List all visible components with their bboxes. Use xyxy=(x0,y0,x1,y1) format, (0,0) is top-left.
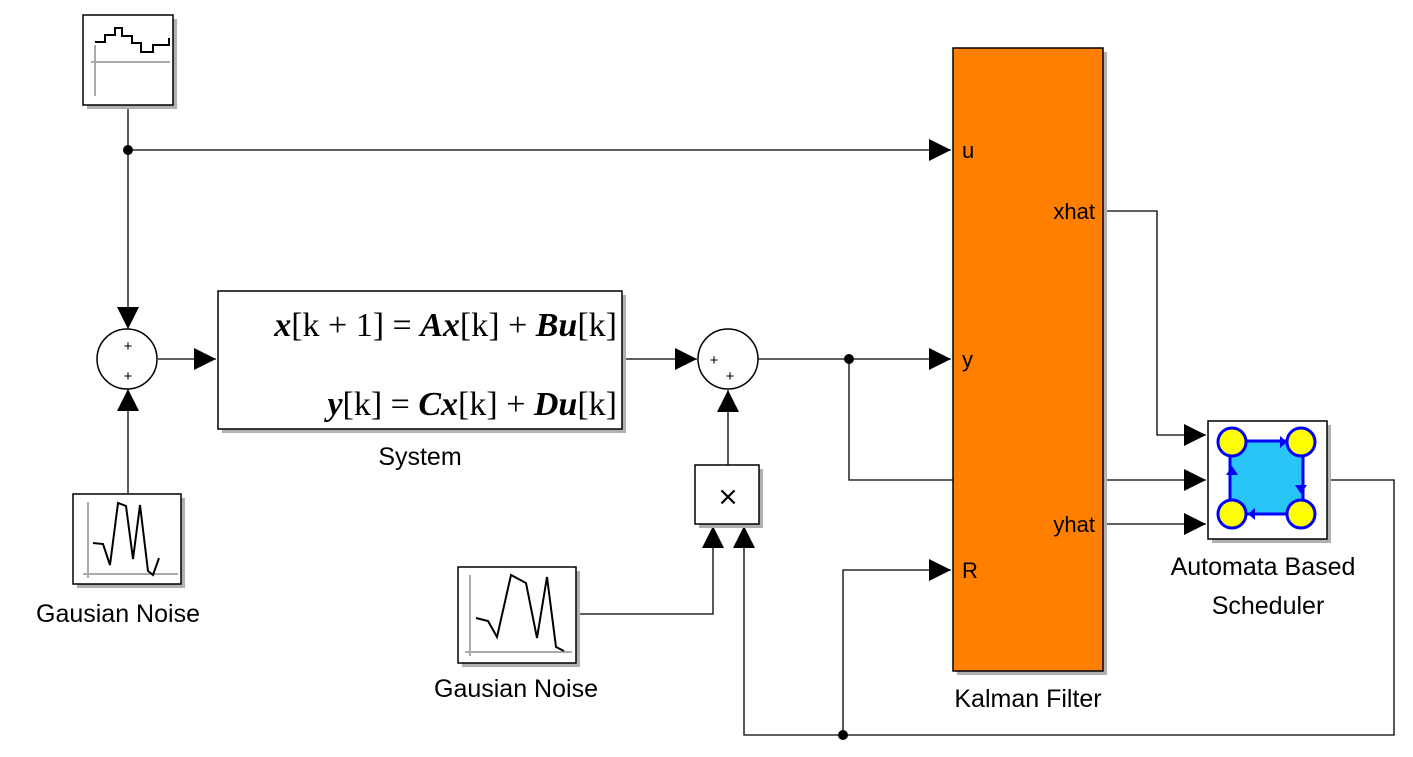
repeating-sequence-block[interactable] xyxy=(82,14,177,109)
kalman-port-r: R xyxy=(962,558,978,583)
state-nodes xyxy=(1216,426,1317,530)
kalman-filter-block[interactable]: u y R xhat yhat xyxy=(952,47,1107,675)
branch-point xyxy=(844,354,854,364)
wire-to-kalman-r[interactable] xyxy=(842,559,951,735)
noise-signal-icon xyxy=(92,501,160,577)
kalman-port-xhat: xhat xyxy=(1053,199,1095,224)
system-label: System xyxy=(378,443,461,471)
kalman-filter-label: Kalman Filter xyxy=(954,685,1101,713)
kalman-port-y: y xyxy=(962,347,973,372)
kalman-port-yhat: yhat xyxy=(1053,512,1095,537)
product-block[interactable]: × xyxy=(694,464,763,528)
sum1-sign-top: + xyxy=(124,338,133,355)
wire-scheduler-out-to-product[interactable] xyxy=(733,479,1395,736)
staircase-signal-icon xyxy=(95,27,170,53)
plot-axes-icon xyxy=(91,45,170,96)
wire-xhat-to-scheduler[interactable] xyxy=(1105,210,1206,446)
scheduler-label-line1: Automata Based xyxy=(1171,553,1356,581)
plot-axes-icon xyxy=(465,575,572,656)
sum2-block[interactable]: + + xyxy=(697,328,759,390)
state-node-icon xyxy=(1216,498,1248,530)
state-equation: x[k + 1] = Ax[k] + Bu[k] xyxy=(273,307,617,344)
noise-signal-icon xyxy=(475,573,565,652)
noise1-block[interactable] xyxy=(72,493,185,588)
branch-point xyxy=(123,145,133,155)
noise2-label: Gausian Noise xyxy=(434,675,598,703)
automata-scheduler-block[interactable] xyxy=(1207,420,1331,543)
scheduler-label-line2: Scheduler xyxy=(1212,592,1325,620)
system-block[interactable]: x[k + 1] = Ax[k] + Bu[k] y[k] = Cx[k] + … xyxy=(217,290,626,433)
branch-point xyxy=(838,730,848,740)
sum2-sign-left: + xyxy=(710,352,719,369)
sum1-block[interactable]: + + xyxy=(96,328,158,390)
state-node-icon xyxy=(1285,426,1317,458)
state-node-icon xyxy=(1285,498,1317,530)
output-equation: y[k] = Cx[k] + Du[k] xyxy=(323,386,617,423)
sum2-sign-bottom: + xyxy=(726,368,735,385)
multiply-icon: × xyxy=(717,482,739,512)
noise1-label: Gausian Noise xyxy=(36,600,200,628)
noise2-block[interactable] xyxy=(457,566,580,667)
kalman-port-u: u xyxy=(962,138,974,163)
sum1-sign-bottom: + xyxy=(124,368,133,385)
wire-noise2-to-product[interactable] xyxy=(578,526,724,615)
kalman-filter-body xyxy=(952,47,1104,672)
signal-lines xyxy=(117,105,1395,740)
state-node-icon xyxy=(1216,426,1248,458)
plot-axes-icon xyxy=(83,502,178,578)
